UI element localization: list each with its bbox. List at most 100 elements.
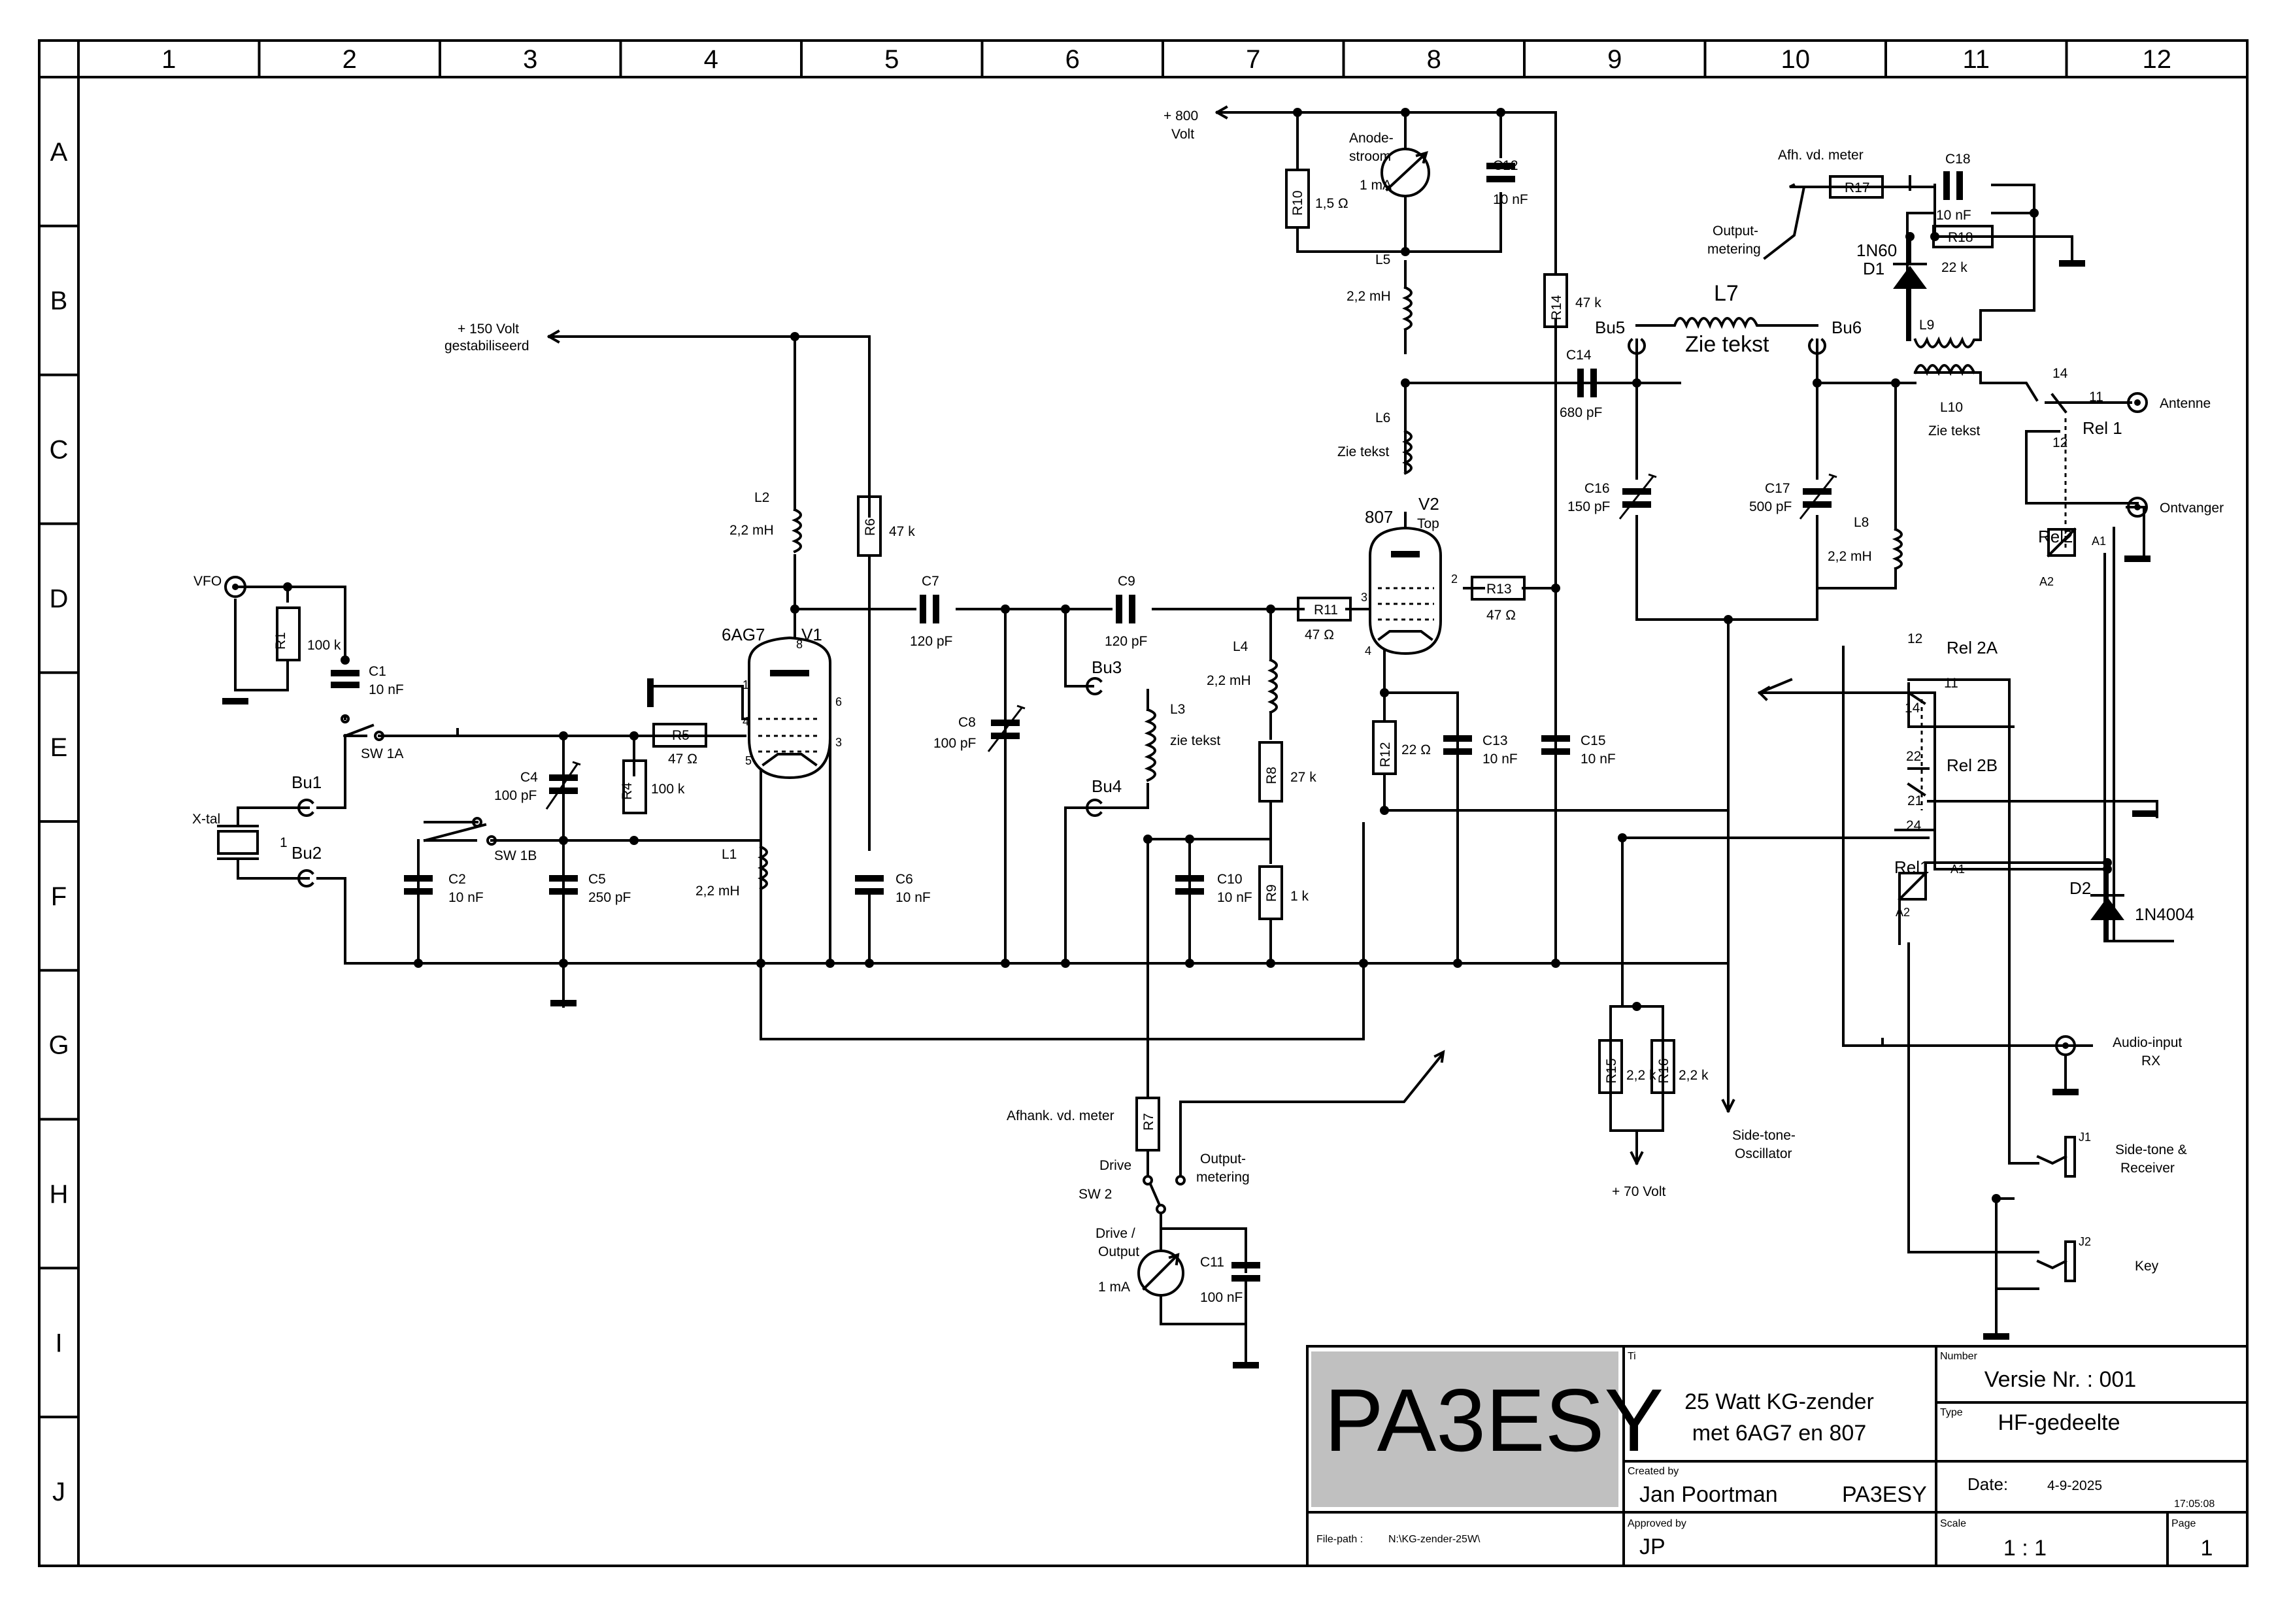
ground-symbol bbox=[647, 678, 654, 707]
title-block: PA3ESY Ti 25 Watt KG-zender met 6AG7 en … bbox=[1306, 1345, 2249, 1567]
component-label: 12 bbox=[1907, 631, 1922, 646]
component-label: C1 bbox=[369, 664, 386, 679]
component-label: 22 bbox=[1906, 749, 1921, 764]
resistor-r14 bbox=[1543, 273, 1568, 328]
junction-dot bbox=[826, 959, 835, 968]
component-label: R7 bbox=[1141, 1113, 1156, 1131]
component-label: 8 bbox=[796, 638, 803, 651]
time-value: 17:05:08 bbox=[2174, 1499, 2215, 1510]
junction-dot bbox=[1061, 959, 1070, 968]
resistor-r10 bbox=[1285, 169, 1310, 229]
junction-dot bbox=[865, 959, 874, 968]
bu5-jack bbox=[1628, 338, 1646, 355]
anode-current-meter bbox=[1381, 148, 1430, 197]
component-label: R12 bbox=[1378, 742, 1393, 767]
number-value: Versie Nr. : 001 bbox=[1984, 1367, 2136, 1392]
component-label: 10 nF bbox=[1217, 890, 1252, 905]
component-label: R1 bbox=[273, 632, 288, 650]
junction-dot bbox=[1380, 688, 1389, 697]
component-label: Bu1 bbox=[292, 772, 322, 792]
logo-box bbox=[1311, 1351, 1618, 1507]
junction-dot bbox=[2103, 865, 2112, 874]
label-antenne: Antenne bbox=[2160, 396, 2211, 411]
component-label: C13 bbox=[1482, 733, 1508, 748]
junction-dot bbox=[1618, 833, 1627, 842]
junction-dot bbox=[1293, 108, 1302, 117]
component-label: C7 bbox=[922, 574, 939, 589]
filepath-label: File-path : bbox=[1316, 1534, 1363, 1545]
grid-column-label: 5 bbox=[884, 45, 899, 74]
label-output-metering-1: Output- bbox=[1200, 1152, 1246, 1167]
component-label: 27 k bbox=[1290, 770, 1316, 785]
component-label: L7 bbox=[1714, 281, 1739, 306]
component-label: R5 bbox=[672, 728, 690, 743]
filepath-value: N:\KG-zender-25W\ bbox=[1388, 1534, 1481, 1545]
component-label: 807 bbox=[1365, 507, 1393, 527]
grid-column-label: 3 bbox=[523, 45, 537, 74]
component-label: 1 bbox=[743, 678, 749, 691]
component-label: 11 bbox=[2089, 389, 2103, 405]
component-label: J2 bbox=[2079, 1235, 2091, 1248]
label-drive-output-2: Output bbox=[1098, 1244, 1139, 1259]
resistor-r18 bbox=[1932, 225, 1994, 248]
label-side-tone-osc-1: Side-tone- bbox=[1732, 1128, 1796, 1143]
junction-dot bbox=[1359, 959, 1368, 968]
component-label: Rel2 bbox=[2038, 527, 2073, 546]
component-label: Bu2 bbox=[292, 843, 322, 863]
component-label: R9 bbox=[1264, 884, 1279, 902]
label-key: Key bbox=[2135, 1259, 2159, 1274]
junction-dot bbox=[1001, 959, 1010, 968]
created-by-name: Jan Poortman bbox=[1639, 1482, 1778, 1507]
resistor-r16 bbox=[1650, 1039, 1675, 1094]
junction-dot bbox=[559, 836, 568, 845]
component-label: Rel 2B bbox=[1947, 755, 1998, 775]
label-supply-150: + 150 Volt bbox=[458, 322, 519, 337]
resistor-r6 bbox=[857, 495, 882, 557]
component-label: C17 bbox=[1765, 481, 1790, 496]
component-label: 100 k bbox=[307, 638, 341, 653]
ground-symbol bbox=[222, 698, 248, 704]
label-drive-output-3: 1 mA bbox=[1098, 1280, 1130, 1295]
coil-l3 bbox=[1144, 708, 1156, 782]
drawing-frame bbox=[38, 39, 2249, 1567]
grid-row-label: E bbox=[50, 733, 68, 762]
junction-dot bbox=[1632, 378, 1641, 388]
label-output-metering-top-2: metering bbox=[1707, 242, 1761, 257]
component-label: L6 bbox=[1375, 410, 1390, 425]
label-supply-800: + 800 bbox=[1163, 108, 1198, 124]
component-label: 680 pF bbox=[1560, 405, 1602, 420]
junction-dot bbox=[629, 836, 639, 845]
junction-dot bbox=[1813, 378, 1822, 388]
component-label: 2,2 k bbox=[1679, 1068, 1709, 1083]
label-side-tone-recv-1: Side-tone & bbox=[2115, 1142, 2187, 1157]
component-label: R8 bbox=[1264, 767, 1279, 784]
coil-l10 bbox=[1913, 364, 1976, 376]
resistor-r15 bbox=[1598, 1039, 1623, 1094]
schematic-labels: + 800 Volt + 150 Volt gestabiliseerd + 7… bbox=[192, 108, 2224, 1295]
label-supply-800-unit: Volt bbox=[1171, 127, 1194, 142]
component-label: 4 bbox=[743, 715, 749, 728]
label-audio-input-1: Audio-input bbox=[2113, 1035, 2182, 1050]
component-label: R11 bbox=[1314, 603, 1338, 618]
component-label: C14 bbox=[1566, 348, 1592, 363]
coil-l6 bbox=[1402, 429, 1413, 475]
junction-dot bbox=[1496, 108, 1505, 117]
label-anode-meter-1: Anode- bbox=[1349, 131, 1394, 146]
created-by-call: PA3ESY bbox=[1842, 1482, 1927, 1507]
date-label: Date: bbox=[1967, 1474, 2008, 1494]
label-ontvanger: Ontvanger bbox=[2160, 501, 2224, 516]
component-label: L2 bbox=[754, 490, 769, 505]
component-label: L4 bbox=[1233, 639, 1248, 654]
component-label: L1 bbox=[722, 847, 737, 862]
grid-column-label: 7 bbox=[1246, 45, 1260, 74]
coil-l7 bbox=[1635, 317, 1818, 329]
component-label: 14 bbox=[1905, 701, 1920, 716]
grid-row-label: C bbox=[50, 436, 69, 465]
type-value: HF-gedeelte bbox=[1998, 1410, 2120, 1435]
component-label: 1 bbox=[280, 835, 288, 850]
label-anode-meter-3: 1 mA bbox=[1360, 178, 1392, 193]
component-label: 6 bbox=[835, 695, 842, 708]
junction-dot bbox=[1380, 806, 1389, 815]
